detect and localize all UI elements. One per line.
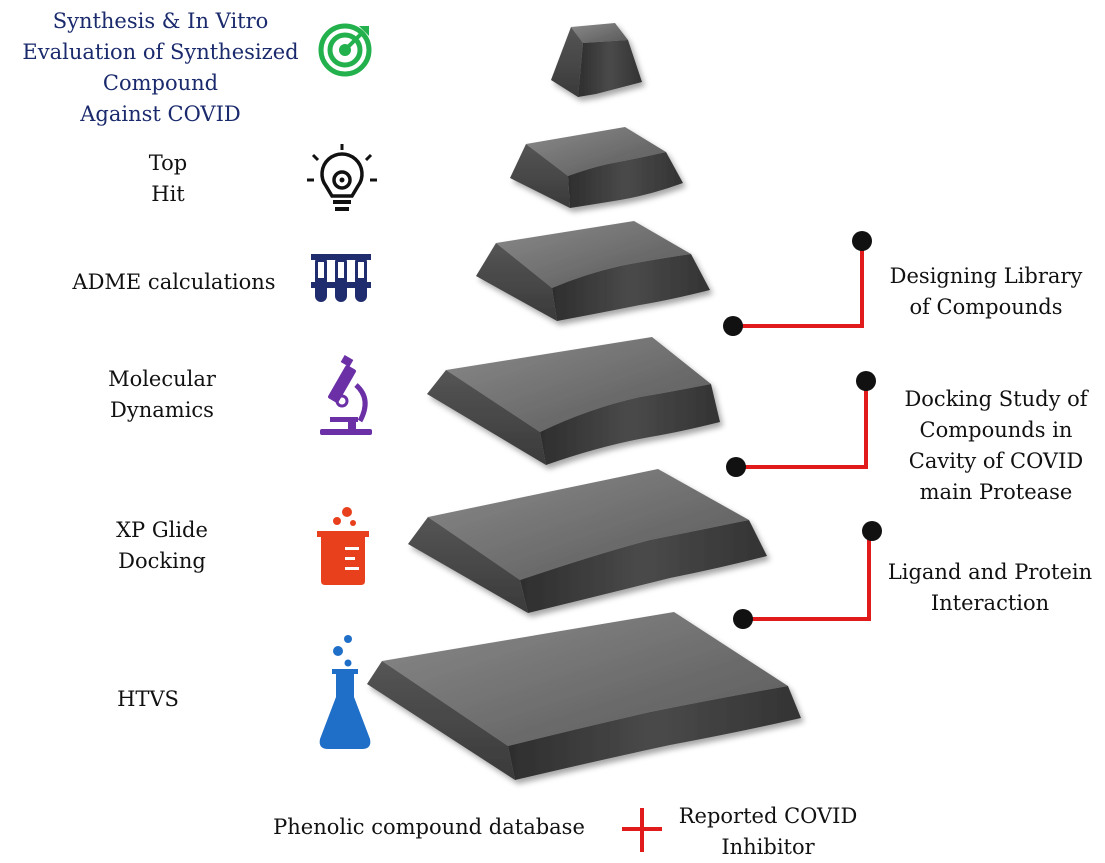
connector-2 xyxy=(726,371,876,477)
annotation-docking-study: Docking Study of Compounds in Cavity of … xyxy=(904,387,1088,504)
step-label-molecular-dynamics: Molecular Dynamics xyxy=(108,367,216,422)
pyramid-level-4 xyxy=(427,337,720,465)
step-label-synthesis: Synthesis & In Vitro Evaluation of Synth… xyxy=(22,9,299,126)
pyramid-level-1 xyxy=(551,23,642,97)
step-label-adme: ADME calculations xyxy=(72,270,276,294)
connector-3 xyxy=(733,521,882,629)
pyramid-level-6 xyxy=(367,612,801,780)
microscope-icon xyxy=(320,355,372,435)
footer-inhibitor-label: Reported COVID Inhibitor xyxy=(678,804,858,859)
annotation-designing-library: Designing Library of Compounds xyxy=(889,264,1083,319)
plus-icon xyxy=(622,808,662,852)
annotation-ligand-protein: Ligand and Protein Interaction xyxy=(887,560,1093,615)
pyramid-level-2 xyxy=(510,127,683,208)
step-label-htvs: HTVS xyxy=(117,687,179,711)
footer-database-label: Phenolic compound database xyxy=(273,815,585,839)
test-tubes-icon xyxy=(311,254,371,302)
flask-icon xyxy=(319,635,371,749)
connector-1 xyxy=(723,231,872,336)
step-label-xp-glide: XP Glide Docking xyxy=(116,518,208,573)
beaker-icon xyxy=(317,507,369,585)
step-label-top-hit: Top Hit xyxy=(148,151,188,206)
lightbulb-gear-icon xyxy=(307,144,377,211)
pyramid-level-5 xyxy=(408,469,767,613)
target-icon xyxy=(318,23,372,77)
pyramid-level-3 xyxy=(476,221,710,321)
